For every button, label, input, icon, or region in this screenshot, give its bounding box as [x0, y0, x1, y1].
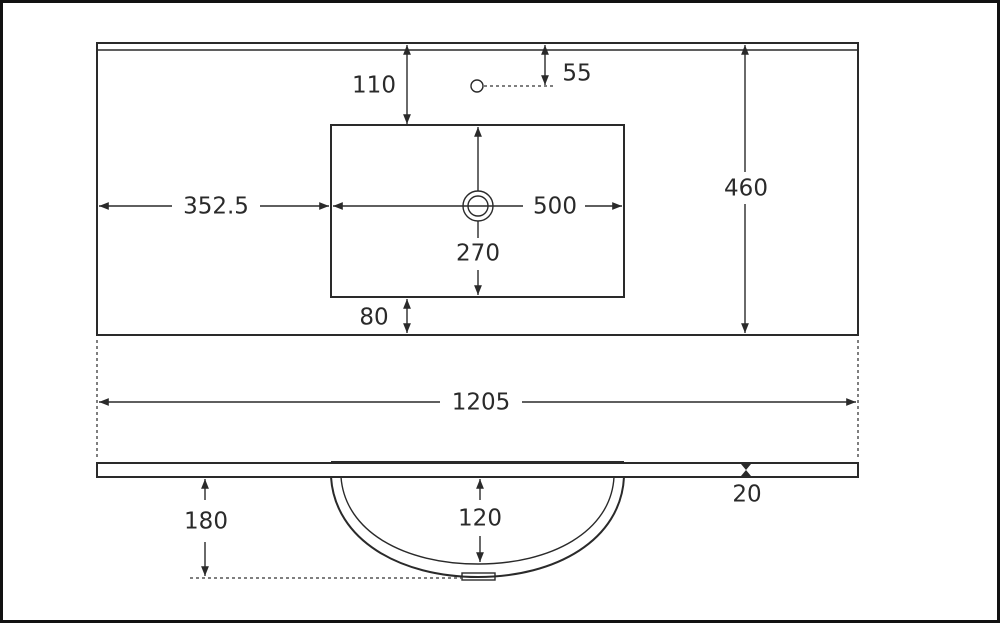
tap-hole-icon — [470, 79, 484, 93]
dim-270-label: 270 — [456, 241, 500, 267]
dim-120-label: 120 — [458, 506, 502, 532]
dim-20-arrows — [741, 464, 751, 476]
dim-352-5-label: 352.5 — [183, 194, 249, 220]
top-view: 110 55 460 352.5 500 270 80 — [96, 42, 859, 336]
dim-55-label: 55 — [562, 61, 591, 87]
side-view: 180 120 20 — [96, 461, 859, 581]
dim-1205-label: 1205 — [452, 390, 511, 416]
dim-80-label: 80 — [359, 305, 388, 331]
dim-500-label: 500 — [533, 194, 577, 220]
dim-180-label: 180 — [184, 509, 228, 535]
slab-outline — [96, 462, 859, 478]
waste-outlet — [461, 572, 496, 581]
bowl-outer — [330, 476, 625, 579]
countertop-outline — [96, 42, 859, 336]
dim-460-label: 460 — [724, 176, 768, 202]
basin-outline — [330, 124, 625, 298]
overall-width-dimension: 1205 — [96, 340, 859, 460]
bowl-inner — [340, 476, 615, 565]
dim-20-label: 20 — [732, 482, 761, 508]
dim-110-label: 110 — [352, 73, 396, 99]
